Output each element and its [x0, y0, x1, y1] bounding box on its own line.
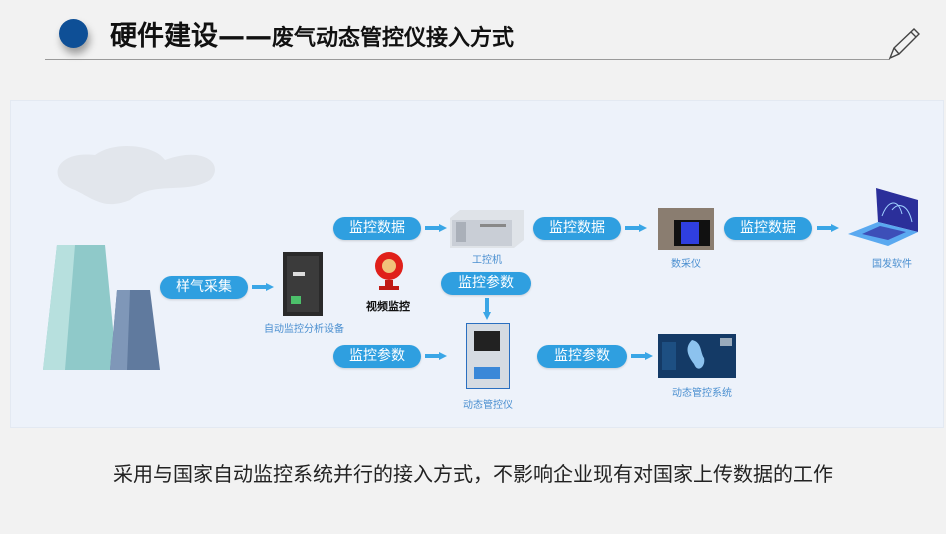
title-main: 硬件建设——: [110, 21, 272, 52]
pill-monitor-data-1: 监控数据: [333, 217, 421, 240]
page-title: 硬件建设——废气动态管控仪接入方式: [110, 14, 514, 53]
dynamic-controller-icon: [466, 323, 510, 389]
arrow-right-icon: [631, 352, 653, 360]
industrial-pc-icon: [450, 210, 524, 248]
pill-monitor-data-2: 监控数据: [533, 217, 621, 240]
laptop-icon: [848, 188, 918, 246]
title-bullet: [59, 19, 88, 48]
label-dau: 数采仪: [671, 259, 701, 270]
data-acquisition-unit-icon: [658, 208, 714, 250]
title-sub: 废气动态管控仪接入方式: [272, 26, 515, 51]
pill-monitor-param-1: 监控参数: [333, 345, 421, 368]
arrow-down-icon: [483, 298, 491, 320]
footer-note: 采用与国家自动监控系统并行的接入方式，不影响企业现有对国家上传数据的工作: [113, 462, 833, 486]
label-analyzer: 自动监控分析设备: [264, 324, 344, 335]
pen-icon: [888, 28, 920, 60]
title-divider: [45, 59, 890, 60]
label-system: 动态管控系统: [672, 388, 732, 399]
analyzer-cabinet-icon: [283, 252, 323, 316]
pill-monitor-data-3: 监控数据: [724, 217, 812, 240]
camera-icon: [375, 252, 403, 290]
label-ipc: 工控机: [472, 255, 502, 266]
pill-monitor-param-2: 监控参数: [537, 345, 627, 368]
label-national: 国发软件: [872, 259, 912, 270]
arrow-right-icon: [625, 224, 647, 232]
arrow-right-icon: [252, 283, 274, 291]
control-system-screen-icon: [658, 334, 736, 378]
arrow-right-icon: [425, 352, 447, 360]
arrow-right-icon: [817, 224, 839, 232]
pill-sample-collection: 样气采集: [160, 276, 248, 299]
label-controller: 动态管控仪: [463, 400, 513, 411]
arrow-right-icon: [425, 224, 447, 232]
pill-monitor-param-mid: 监控参数: [441, 272, 531, 295]
factory-chimney-icon: [43, 145, 215, 370]
label-video: 视频监控: [366, 300, 410, 313]
